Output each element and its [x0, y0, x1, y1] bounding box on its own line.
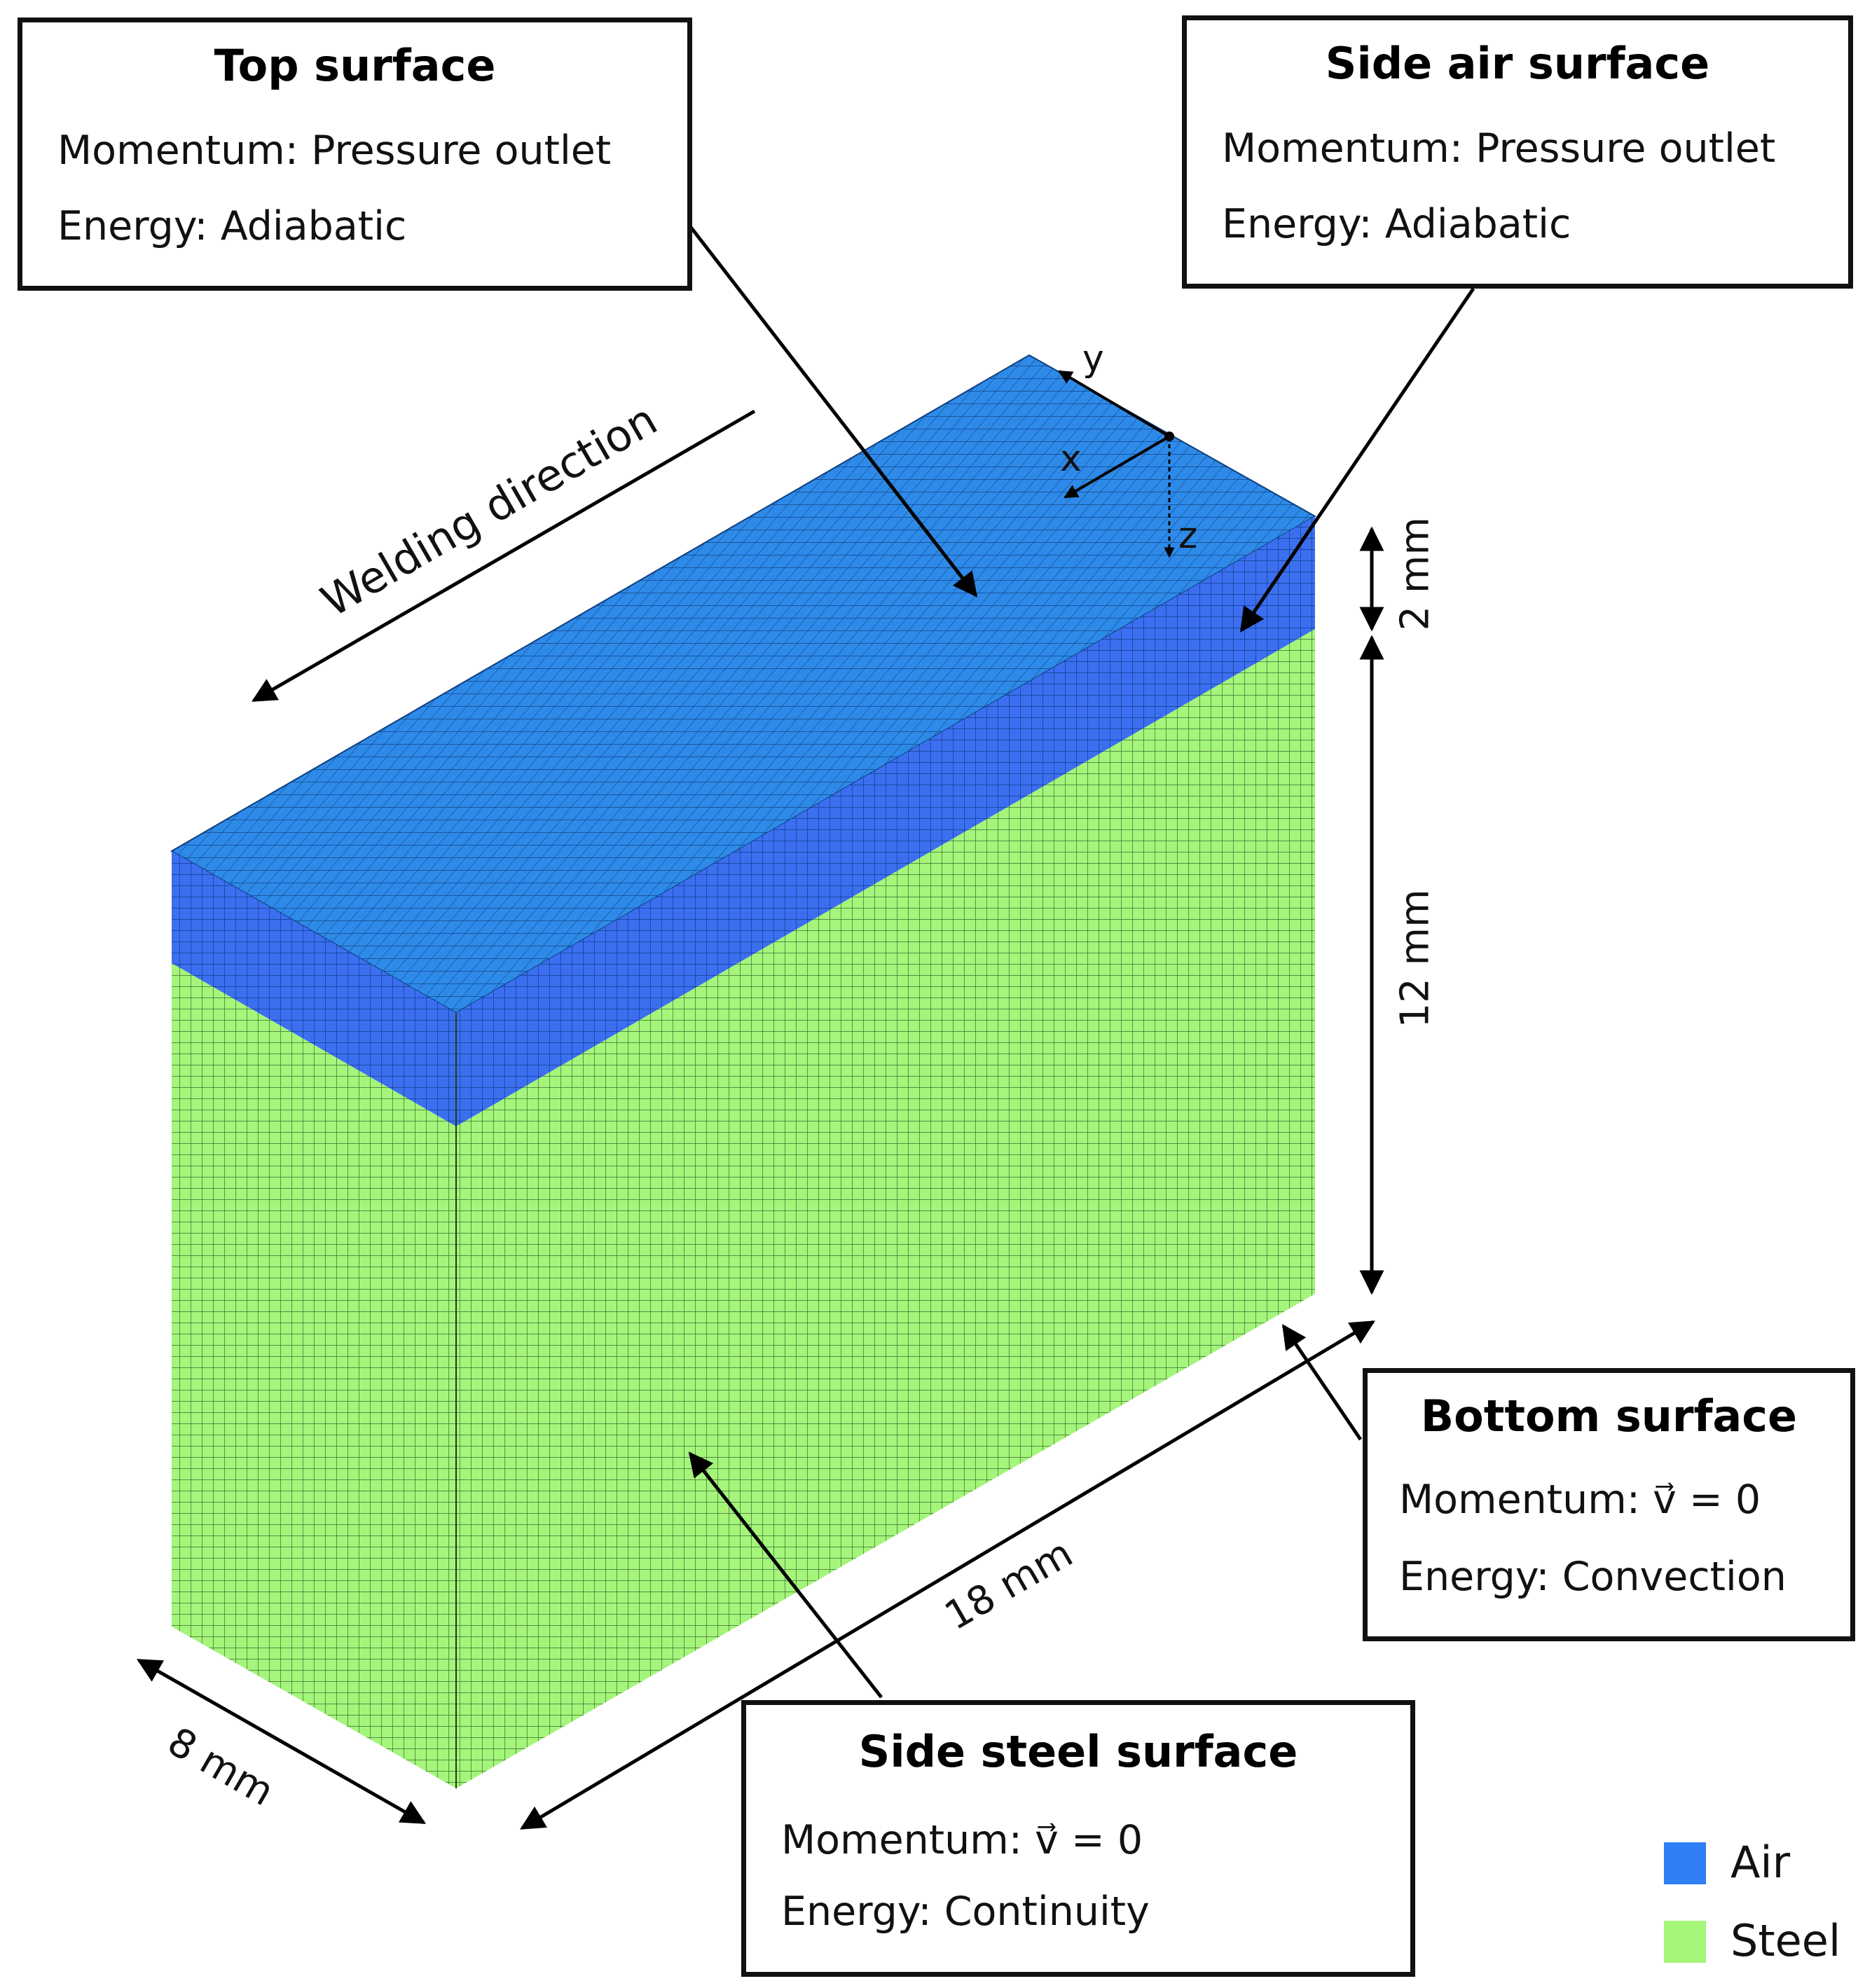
side-steel-leader — [688, 1451, 883, 1699]
left-steel-face — [172, 963, 456, 1788]
bottom-surface-energy: Energy: Convection — [1399, 1554, 1787, 1600]
side-steel-surface-energy: Energy: Continuity — [781, 1889, 1150, 1935]
axis-y-label: y — [1082, 338, 1104, 380]
dim-air-label: 2 mm — [1392, 516, 1438, 631]
side-air-leader — [1239, 287, 1475, 633]
top-surface-momentum: Momentum: Pressure outlet — [57, 127, 612, 174]
top-surface-title: Top surface — [214, 40, 496, 91]
side-air-surface-title: Side air surface — [1325, 38, 1710, 89]
top-surface-energy: Energy: Adiabatic — [57, 203, 407, 249]
side-air-surface-momentum: Momentum: Pressure outlet — [1222, 125, 1776, 172]
side-steel-surface-box: Side steel surface Momentum: v⃗ = 0 Ener… — [741, 1700, 1415, 1977]
dim-steel-label: 12 mm — [1392, 889, 1438, 1028]
legend-air-swatch — [1664, 1842, 1706, 1884]
bottom-surface-box: Bottom surface Momentum: v⃗ = 0 Energy: … — [1363, 1368, 1855, 1641]
legend-steel-swatch — [1664, 1921, 1706, 1963]
front-air-face — [456, 516, 1315, 1126]
legend-air-label: Air — [1730, 1837, 1791, 1888]
side-steel-surface-momentum: Momentum: v⃗ = 0 — [781, 1817, 1143, 1863]
welding-direction-arrow — [251, 409, 756, 703]
bottom-surface-leader — [1281, 1324, 1363, 1441]
side-air-surface-box: Side air surface Momentum: Pressure outl… — [1182, 15, 1853, 289]
side-air-surface-energy: Energy: Adiabatic — [1222, 201, 1571, 247]
coordinate-axes — [1058, 370, 1175, 558]
dim-width-arrow — [136, 1658, 427, 1825]
bottom-surface-momentum: Momentum: v⃗ = 0 — [1399, 1477, 1761, 1523]
bottom-surface-title: Bottom surface — [1420, 1390, 1798, 1442]
legend-steel-label: Steel — [1730, 1915, 1841, 1966]
top-surface-leader — [689, 225, 978, 598]
top-surface-box: Top surface Momentum: Pressure outlet En… — [18, 18, 692, 291]
side-steel-surface-title: Side steel surface — [858, 1726, 1298, 1777]
axis-x-label: x — [1060, 438, 1082, 480]
dim-length-arrow — [519, 1320, 1376, 1830]
axis-z-label: z — [1178, 515, 1198, 557]
left-air-face — [172, 851, 456, 1126]
